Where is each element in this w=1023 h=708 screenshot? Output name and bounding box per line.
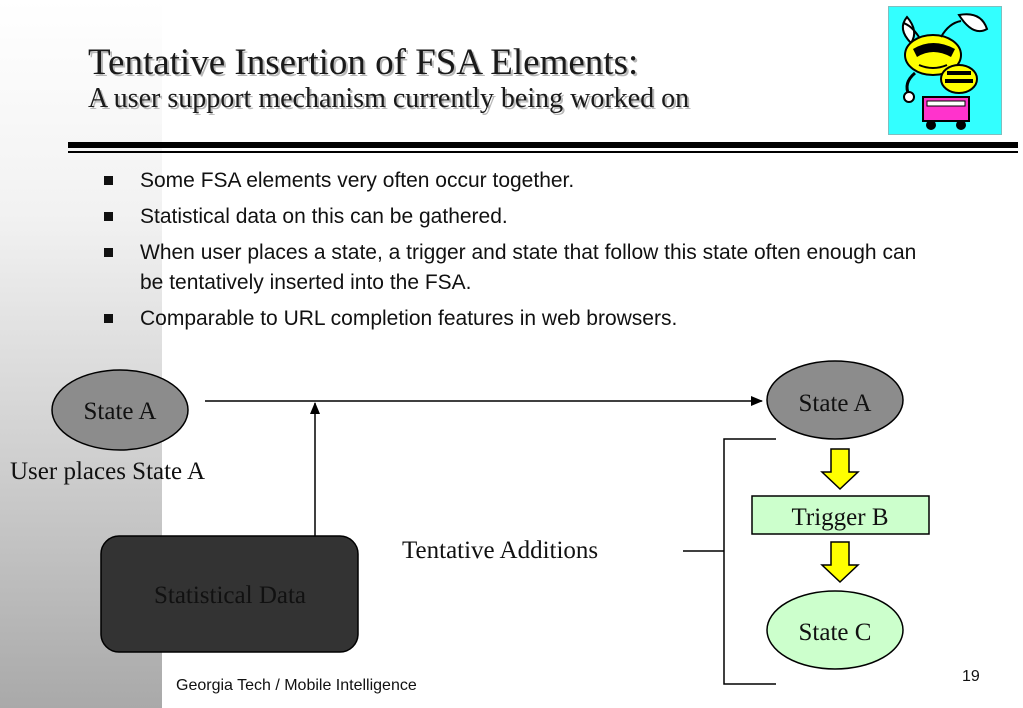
right-state-c-label: State C bbox=[799, 619, 872, 646]
user-places-caption: User places State A bbox=[10, 458, 206, 485]
bullet-list: Some FSA elements very often occur toget… bbox=[104, 166, 924, 340]
slide-title: Tentative Insertion of FSA Elements: bbox=[88, 42, 639, 83]
bullet-item: When user places a state, a trigger and … bbox=[104, 238, 924, 298]
title-divider-thin bbox=[68, 151, 1018, 153]
bullet-square-icon bbox=[104, 314, 113, 323]
bullet-square-icon bbox=[104, 212, 113, 221]
tentative-bracket bbox=[723, 438, 776, 685]
footer-text: Georgia Tech / Mobile Intelligence bbox=[176, 677, 417, 694]
bullet-item: Some FSA elements very often occur toget… bbox=[104, 166, 924, 196]
statistical-data-box bbox=[100, 535, 359, 653]
left-state-a-node bbox=[51, 369, 189, 451]
bullet-text: Statistical data on this can be gathered… bbox=[140, 205, 508, 228]
slide-subtitle: A user support mechanism currently being… bbox=[88, 83, 690, 114]
yellow-down-arrow-icon bbox=[820, 541, 860, 584]
bullet-item: Statistical data on this can be gathered… bbox=[104, 202, 924, 232]
trigger-b-label: Trigger B bbox=[791, 504, 888, 531]
left-state-a-label: State A bbox=[84, 398, 157, 425]
yellow-down-arrow-icon bbox=[820, 448, 860, 491]
right-state-a-node bbox=[766, 360, 904, 440]
bullet-square-icon bbox=[104, 248, 113, 257]
title-block: Tentative Insertion of FSA Elements: A u… bbox=[88, 42, 888, 114]
bullet-text: Some FSA elements very often occur toget… bbox=[140, 169, 575, 192]
yellow-jacket-mascot-icon bbox=[888, 6, 1002, 135]
title-divider-thick bbox=[68, 142, 1018, 148]
right-state-a-label: State A bbox=[799, 390, 872, 417]
bullet-text: Comparable to URL completion features in… bbox=[140, 307, 678, 330]
bullet-square-icon bbox=[104, 176, 113, 185]
bullet-item: Comparable to URL completion features in… bbox=[104, 304, 924, 334]
mascot-drawing bbox=[901, 13, 989, 130]
trigger-b-node bbox=[751, 495, 930, 535]
page-number: 19 bbox=[962, 668, 980, 685]
bullet-text: When user places a state, a trigger and … bbox=[140, 241, 917, 294]
statistical-data-label: Statistical Data bbox=[154, 582, 306, 609]
right-state-c-node bbox=[766, 590, 904, 670]
tentative-additions-label: Tentative Additions bbox=[402, 537, 599, 564]
